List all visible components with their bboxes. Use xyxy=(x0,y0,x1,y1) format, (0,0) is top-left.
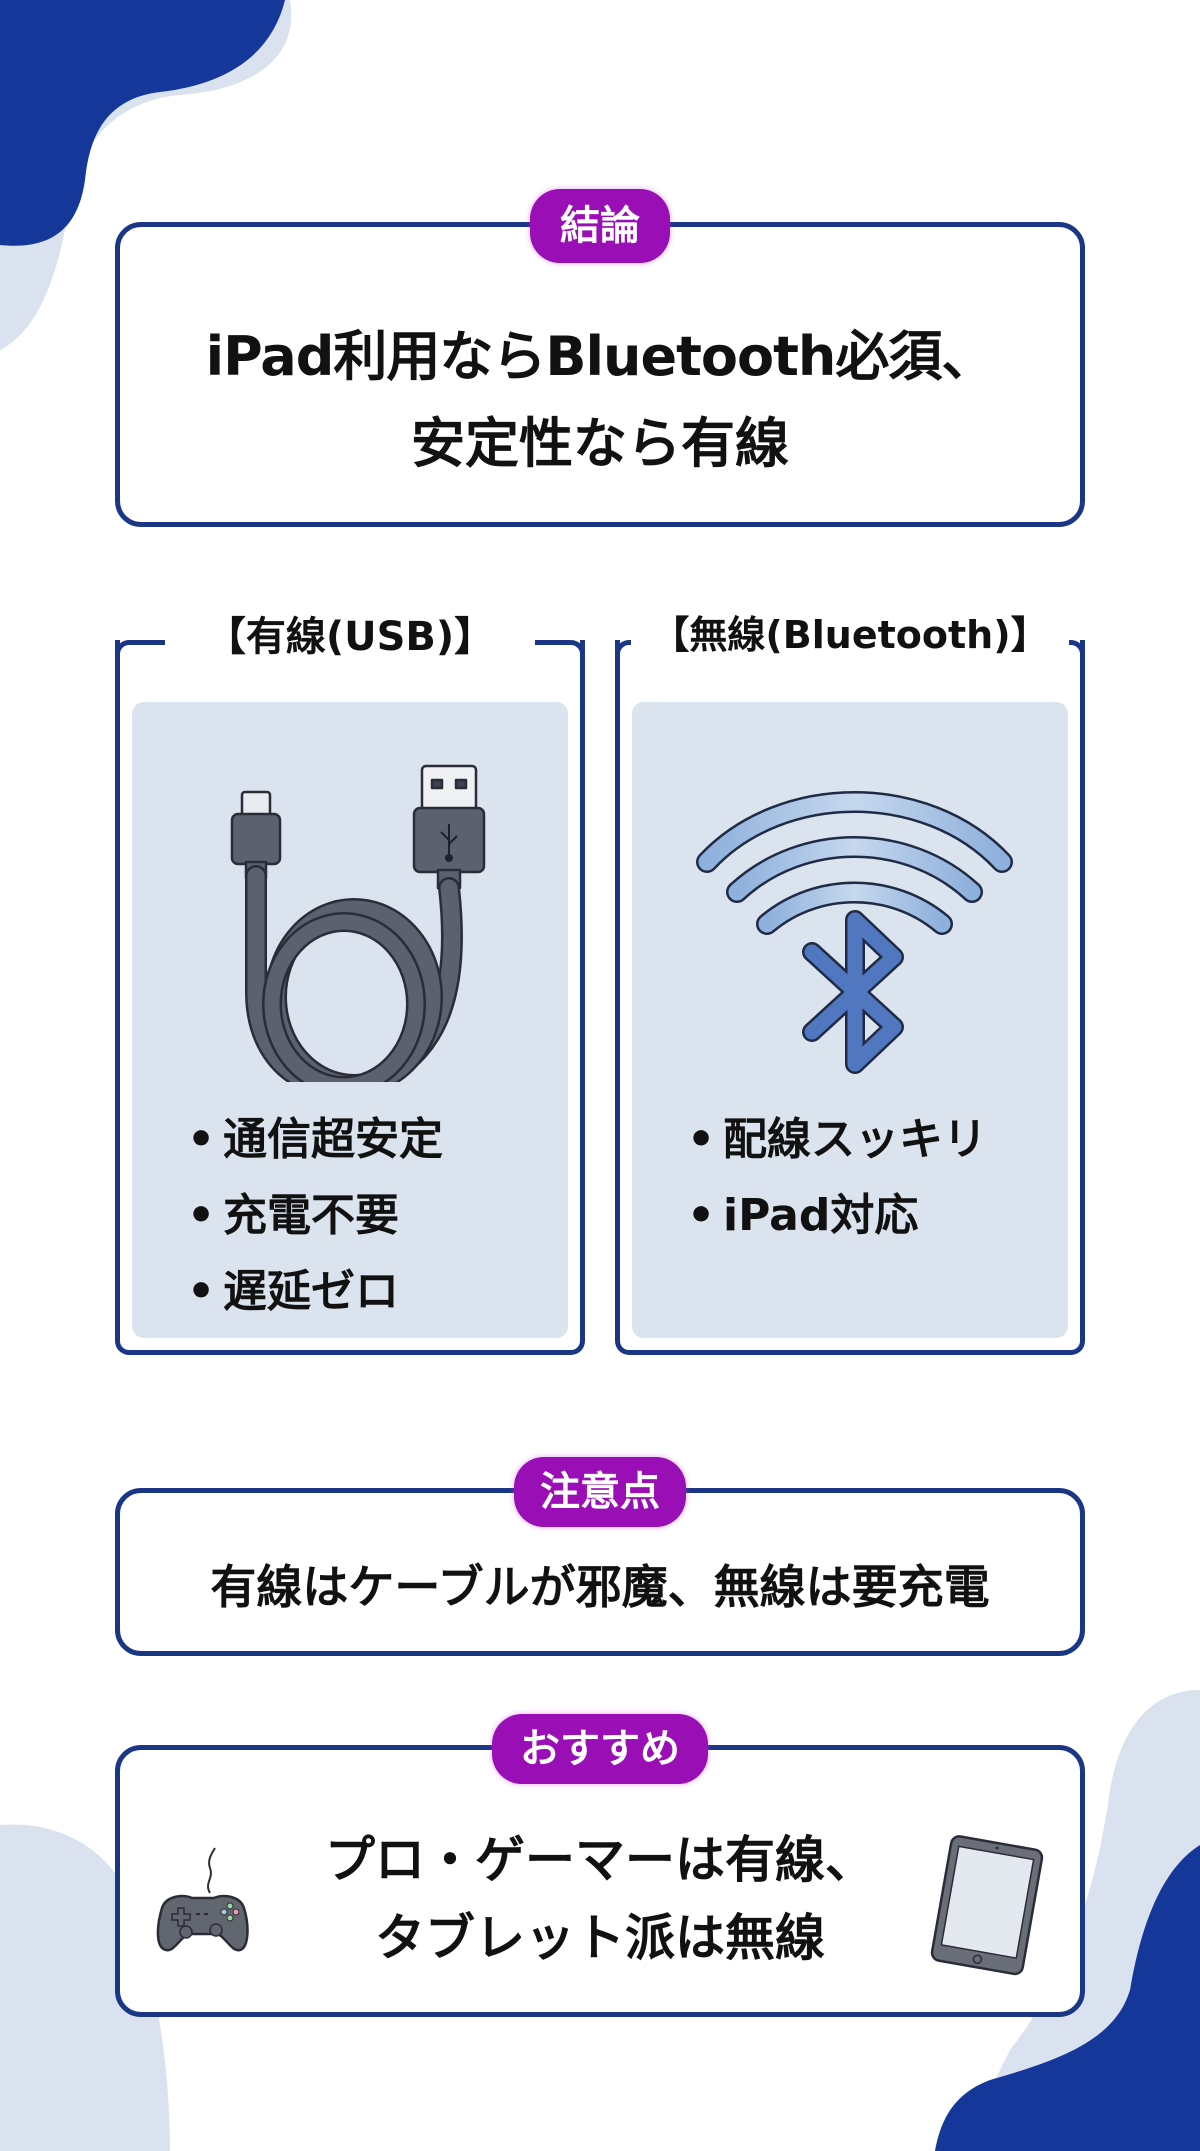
caution-text: 有線はケーブルが邪魔、無線は要充電 xyxy=(210,1560,990,1614)
blob-top-left-navy xyxy=(0,0,285,246)
recommend-line-2: タブレット派は無線 xyxy=(375,1909,825,1967)
caution-card: 注意点 有線はケーブルが邪魔、無線は要充電 xyxy=(115,1457,1085,1656)
wireless-feature-item: •iPad対応 xyxy=(687,1190,919,1241)
bluetooth-icon xyxy=(696,791,1013,1074)
wireless-feature-item: •配線スッキリ xyxy=(687,1114,987,1165)
wired-panel: •通信超安定 •充電不要 •遅延ゼロ xyxy=(132,702,568,1338)
conclusion-badge: 結論 xyxy=(530,189,670,263)
wired-feature-item: •充電不要 xyxy=(187,1190,399,1241)
conclusion-line-1: iPad利用ならBluetooth必須、 xyxy=(205,325,996,388)
column-frame-top-right xyxy=(1069,640,1085,662)
wired-feature-item: •遅延ゼロ xyxy=(187,1266,399,1317)
column-frame-top-right xyxy=(535,640,585,662)
caution-badge: 注意点 xyxy=(514,1457,686,1527)
gamepad-icon xyxy=(156,1847,249,1952)
conclusion-line-2: 安定性なら有線 xyxy=(411,412,789,475)
column-frame-top-left xyxy=(615,640,631,662)
recommend-line-1: プロ・ゲーマーは有線、 xyxy=(325,1831,875,1889)
wired-column: 【有線(USB)】 xyxy=(115,614,585,1355)
wired-feature-item: •通信超安定 xyxy=(187,1114,443,1165)
wireless-panel: •配線スッキリ •iPad対応 xyxy=(632,702,1068,1338)
wireless-column-title: 【無線(Bluetooth)】 xyxy=(651,613,1049,657)
column-frame-top-left xyxy=(115,640,165,662)
recommend-card: おすすめ プロ・ゲーマーは有線、 タブレット派は無線 xyxy=(115,1714,1085,2017)
blob-bottom-right-navy xyxy=(935,1845,1200,2151)
wireless-feature-list: •配線スッキリ •iPad対応 xyxy=(687,1102,987,1254)
usb-cable-icon xyxy=(230,764,486,1082)
conclusion-card: 結論 iPad利用ならBluetooth必須、 安定性なら有線 xyxy=(115,189,1085,527)
tablet-icon xyxy=(930,1835,1044,1976)
recommend-badge: おすすめ xyxy=(492,1714,708,1784)
wired-feature-list: •通信超安定 •充電不要 •遅延ゼロ xyxy=(187,1102,443,1330)
wired-column-title: 【有線(USB)】 xyxy=(205,614,495,660)
wireless-column: 【無線(Bluetooth)】 •配線スッキリ xyxy=(615,613,1085,1355)
